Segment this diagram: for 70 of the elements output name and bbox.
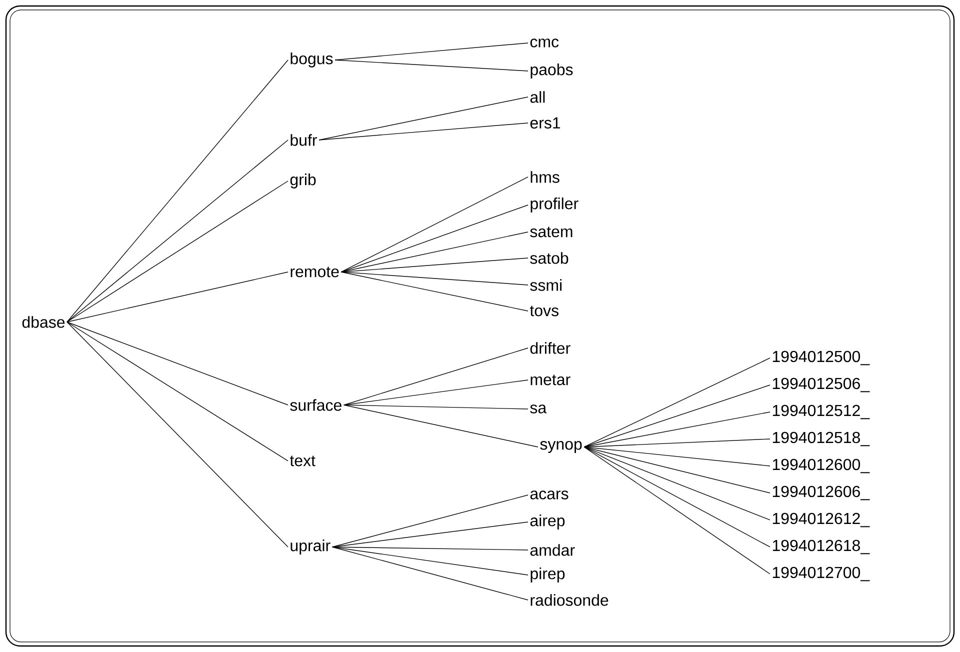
tree-line	[584, 358, 770, 448]
tree-label: synop	[540, 441, 582, 453]
tree-label: ers1	[530, 117, 560, 129]
tree-label: satem	[530, 226, 572, 238]
tree-line	[66, 140, 288, 322]
tree-label: amdar	[530, 544, 575, 556]
tree-label: cmc	[530, 38, 559, 48]
tree-line	[584, 446, 770, 466]
tree-line	[332, 546, 528, 550]
tree-label: 1994012518_	[772, 432, 870, 446]
tree-label: tovs	[530, 306, 558, 316]
tree-line	[334, 42, 528, 60]
tree-line	[340, 272, 528, 312]
tree-line	[332, 494, 528, 548]
tree-label: 1994012606_	[772, 486, 870, 500]
tree-label: surface	[290, 399, 342, 411]
tree-line	[584, 384, 770, 448]
tree-label: radiosonde	[530, 594, 608, 606]
tree-line	[318, 122, 528, 140]
tree-line	[66, 180, 288, 322]
tree-line	[584, 412, 770, 448]
tree-line	[344, 348, 528, 406]
tree-label: 1994012600_	[772, 458, 870, 474]
tree-line	[344, 380, 528, 406]
tree-label: dbase	[22, 316, 65, 328]
tree-line	[344, 404, 538, 448]
tree-label: ssmi	[530, 279, 562, 291]
tree-label: satob	[530, 252, 568, 264]
tree-line	[318, 96, 528, 140]
tree-label: drifter	[530, 342, 570, 354]
tree-line	[584, 446, 770, 548]
tree-line	[340, 272, 528, 286]
tree-line	[66, 322, 288, 548]
tree-label: 1994012612_	[772, 512, 870, 528]
tree-label: 1994012618_	[772, 540, 870, 554]
tree-line	[332, 546, 528, 600]
tree-line	[340, 176, 528, 272]
tree-line	[344, 404, 528, 410]
tree-label: all	[530, 91, 545, 103]
tree-label: acars	[530, 490, 568, 500]
tree-label: airep	[530, 514, 565, 530]
tree-line	[584, 438, 770, 448]
tree-line	[66, 322, 288, 406]
tree-line	[340, 258, 528, 272]
tree-line	[584, 446, 770, 494]
tree-label: pirep	[530, 568, 565, 582]
tree-line	[584, 446, 770, 520]
tree-label: sa	[530, 404, 547, 414]
tree-line	[66, 60, 288, 322]
tree-label: paobs	[530, 64, 573, 78]
tree-label: text	[290, 456, 316, 466]
tree-label: grib	[290, 174, 316, 188]
tree-label: 1994012512_	[772, 404, 870, 420]
tree-line	[340, 204, 528, 272]
tree-label: hms	[530, 171, 560, 183]
tree-line	[340, 232, 528, 272]
tree-label: 1994012700_	[772, 566, 870, 582]
tree-label: 1994012500_	[772, 350, 870, 366]
tree-line	[332, 546, 528, 576]
tree-label: bogus	[290, 52, 333, 68]
tree-line	[584, 446, 770, 574]
tree-line	[334, 60, 528, 72]
tree-label: bufr	[290, 134, 318, 146]
tree-line	[66, 272, 288, 322]
tree-label: profiler	[530, 198, 578, 212]
tree-line	[66, 322, 288, 462]
tree-label: remote	[290, 266, 339, 278]
tree-label: 1994012506_	[772, 378, 870, 392]
tree-label: uprair	[290, 540, 330, 554]
tree-label: metar	[530, 374, 570, 386]
